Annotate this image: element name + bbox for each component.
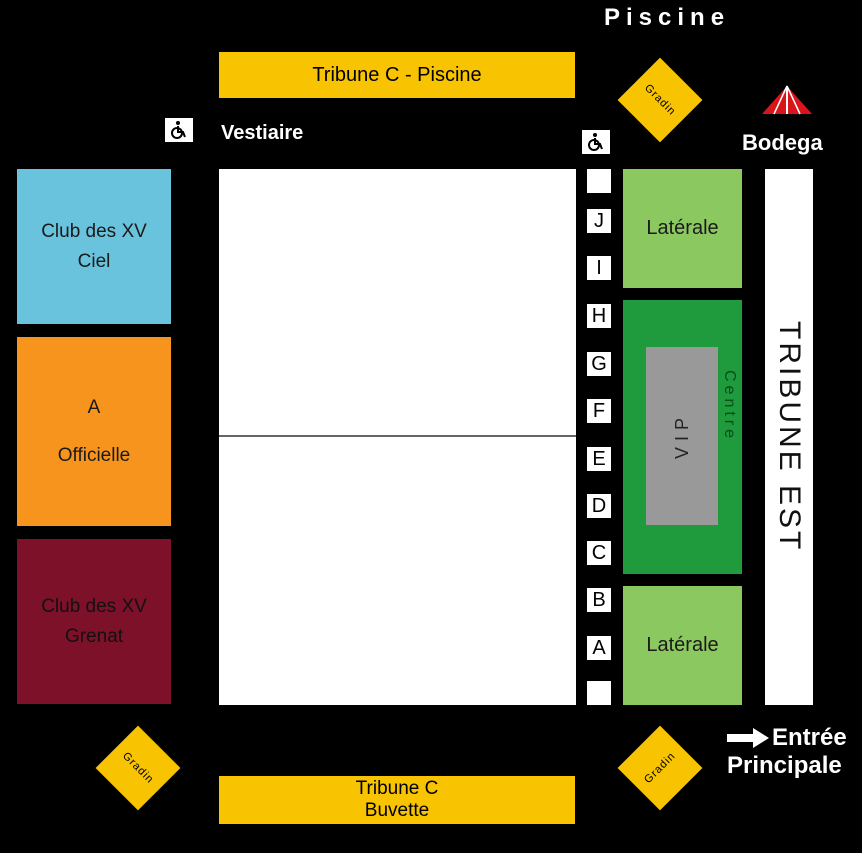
block-line1: Club des XV bbox=[41, 595, 147, 617]
tribune-c-buvette[interactable]: Tribune C Buvette bbox=[219, 776, 575, 824]
gradin-label: Gradin bbox=[641, 81, 679, 119]
seat-row-f[interactable]: F bbox=[587, 399, 611, 423]
block-line2: Ciel bbox=[77, 250, 111, 272]
gradin-label: Gradin bbox=[119, 749, 157, 787]
seat-row-i[interactable]: I bbox=[587, 256, 611, 280]
vip-label: VIP bbox=[671, 412, 692, 460]
vip[interactable]: VIP bbox=[646, 347, 718, 525]
block-line2: Grenat bbox=[64, 625, 124, 647]
club-des-xv-ciel[interactable]: Club des XV Ciel bbox=[17, 169, 171, 324]
seat-row-a[interactable]: A bbox=[587, 636, 611, 660]
laterale-label: Latérale bbox=[646, 217, 719, 239]
tent-icon bbox=[752, 84, 822, 124]
seat-row-c[interactable]: C bbox=[587, 541, 611, 565]
tribune-c-piscine[interactable]: Tribune C - Piscine bbox=[219, 52, 575, 98]
seat-rows: J I H G F E D C B A bbox=[587, 169, 611, 705]
tribune-c-buvette-line1: Tribune C bbox=[355, 778, 439, 799]
field bbox=[219, 169, 576, 705]
gradin-label: Gradin bbox=[641, 749, 679, 787]
block-line1: A bbox=[87, 396, 101, 418]
seat-row-h[interactable]: H bbox=[587, 304, 611, 328]
seat-row[interactable] bbox=[587, 681, 611, 705]
centre[interactable]: VIP Centre bbox=[623, 300, 742, 574]
tribune-est-label: TRIBUNE EST bbox=[773, 321, 806, 553]
piscine-label: Piscine bbox=[604, 4, 731, 31]
tribune-c-buvette-line2: Buvette bbox=[364, 800, 430, 821]
seat-row-j[interactable]: J bbox=[587, 209, 611, 233]
wheelchair-icon bbox=[582, 130, 610, 154]
arrow-right-icon bbox=[727, 728, 769, 748]
gradin-top-right[interactable]: Gradin bbox=[617, 57, 703, 143]
seat-row-d[interactable]: D bbox=[587, 494, 611, 518]
seat-row-g[interactable]: G bbox=[587, 352, 611, 376]
bodega-label: Bodega bbox=[742, 130, 823, 155]
block-line2: Officielle bbox=[57, 444, 131, 466]
halfway-line bbox=[219, 435, 576, 437]
seat-row[interactable] bbox=[587, 169, 611, 193]
gradin-bottom-left[interactable]: Gradin bbox=[95, 725, 181, 811]
gradin-bottom-right[interactable]: Gradin bbox=[617, 725, 703, 811]
entree-line1: Entrée bbox=[772, 724, 847, 751]
club-des-xv-grenat[interactable]: Club des XV Grenat bbox=[17, 539, 171, 704]
laterale-top[interactable]: Latérale bbox=[623, 169, 742, 288]
laterale-label: Latérale bbox=[646, 634, 719, 656]
tribune-est[interactable]: TRIBUNE EST bbox=[765, 169, 813, 705]
laterale-bottom[interactable]: Latérale bbox=[623, 586, 742, 705]
entree-line2: Principale bbox=[727, 752, 842, 779]
centre-label: Centre bbox=[721, 370, 738, 443]
a-officielle[interactable]: A Officielle bbox=[17, 337, 171, 526]
vestiaire-label: Vestiaire bbox=[221, 122, 304, 144]
seat-row-e[interactable]: E bbox=[587, 447, 611, 471]
block-line1: Club des XV bbox=[41, 220, 147, 242]
seat-row-b[interactable]: B bbox=[587, 588, 611, 612]
wheelchair-icon bbox=[165, 118, 193, 142]
tribune-c-piscine-label: Tribune C - Piscine bbox=[312, 63, 482, 86]
